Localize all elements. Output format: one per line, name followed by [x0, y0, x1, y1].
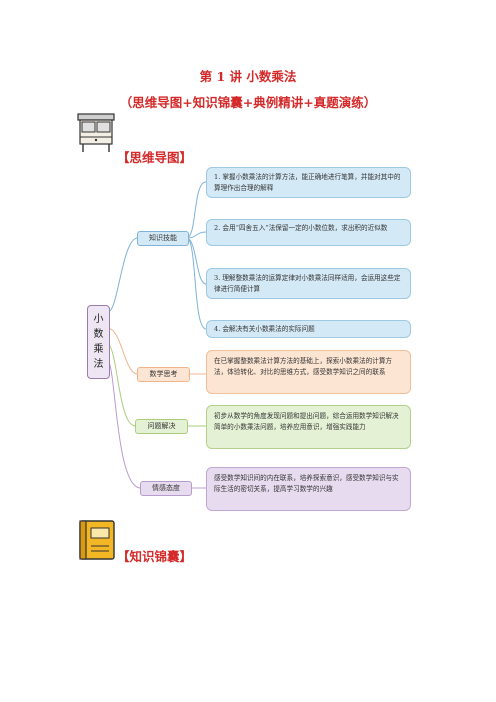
root-char: 乘: [93, 344, 104, 355]
root-char: 小: [93, 314, 104, 325]
mindmap-root: 小 数 乘 法: [87, 305, 110, 379]
knowledge-box-1: 1. 掌握小数乘法的计算方法，能正确地进行笔算，并能对其中的算理作出合理的解释: [206, 167, 411, 198]
branch-math-thinking: 数学思考: [137, 367, 190, 382]
knowledge-box-2: 2. 会用“四舍五入”法保留一定的小数位数，求出积的近似数: [206, 219, 411, 246]
section-heading-knowledge: 【知识锦囊】: [117, 549, 193, 564]
page-subtitle: （思维导图+知识锦囊+典例精讲+真题演练）: [119, 95, 377, 110]
branch-knowledge-skills: 知识技能: [137, 231, 189, 246]
branch-problem-solving: 问题解决: [135, 419, 188, 434]
root-char: 法: [93, 359, 104, 370]
knowledge-box-3: 3. 理解整数乘法的运算定律对小数乘法同样适用，会运用这些定律进行简便计算: [206, 268, 411, 299]
section-heading-mindmap: 【思维导图】: [117, 150, 193, 165]
emotion-box: 感受数学知识间的内在联系，培养探索意识，感受数学知识与实际生活的密切关系，提高学…: [206, 467, 411, 511]
book-icon: [77, 520, 117, 560]
root-char: 数: [93, 329, 104, 340]
knowledge-box-4: 4. 会解决有关小数乘法的实际问题: [206, 320, 411, 338]
page-title: 第 1 讲 小数乘法: [199, 69, 297, 84]
thinking-box: 在已掌握整数乘法计算方法的基础上，探索小数乘法的计算方法，体验转化、对比的思维方…: [206, 350, 411, 394]
problem-solving-box: 初步从数学的角度发现问题和提出问题，综合运用数学知识解决简单的小数乘法问题，培养…: [206, 405, 411, 449]
branch-emotion-attitude: 情感态度: [140, 481, 192, 496]
cabinet-icon: [77, 113, 115, 153]
